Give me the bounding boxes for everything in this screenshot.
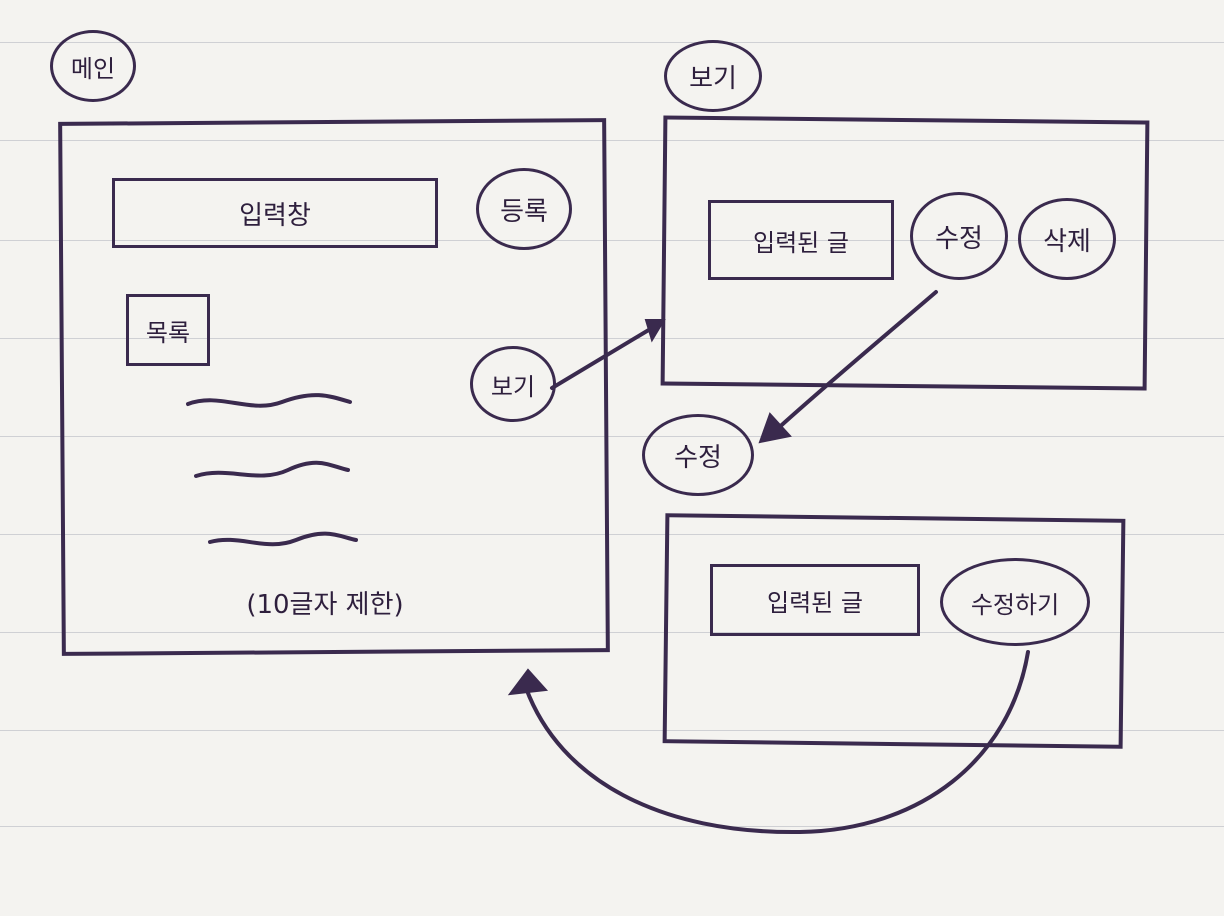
list-item-placeholder [208, 531, 358, 547]
ruled-line [0, 534, 1224, 535]
character-limit-note: (10글자 제한) [246, 589, 404, 620]
edit-entered-text[interactable]: 입력된 글 [710, 564, 920, 636]
arrowhead [758, 412, 792, 444]
delete-button[interactable]: 삭제 [1018, 198, 1116, 280]
edit-screen-title: 수정 [642, 414, 754, 496]
ruled-line [0, 730, 1224, 731]
arrowhead [644, 319, 666, 343]
main-screen-title: 메인 [50, 30, 136, 102]
ruled-line [0, 826, 1224, 827]
submit-edit-button[interactable]: 수정하기 [940, 558, 1090, 646]
view-entered-text: 입력된 글 [708, 200, 894, 280]
ruled-line [0, 632, 1224, 633]
arrow-main-to-view [550, 326, 654, 390]
ruled-line [0, 140, 1224, 141]
arrowhead [507, 668, 549, 696]
view-screen-title: 보기 [664, 40, 762, 112]
ruled-line [0, 338, 1224, 339]
ruled-line [0, 436, 1224, 437]
register-button[interactable]: 등록 [476, 168, 572, 250]
view-button[interactable]: 보기 [470, 346, 556, 422]
list-item-placeholder [194, 460, 350, 478]
main-input-box[interactable]: 입력창 [112, 178, 438, 248]
list-label: 목록 [126, 294, 210, 366]
arrow-edit-to-main [524, 650, 1030, 835]
ruled-line [0, 240, 1224, 241]
arrow-view-to-edit [772, 290, 938, 434]
ruled-line [0, 42, 1224, 43]
list-item-placeholder [186, 393, 352, 408]
edit-button[interactable]: 수정 [910, 192, 1008, 280]
